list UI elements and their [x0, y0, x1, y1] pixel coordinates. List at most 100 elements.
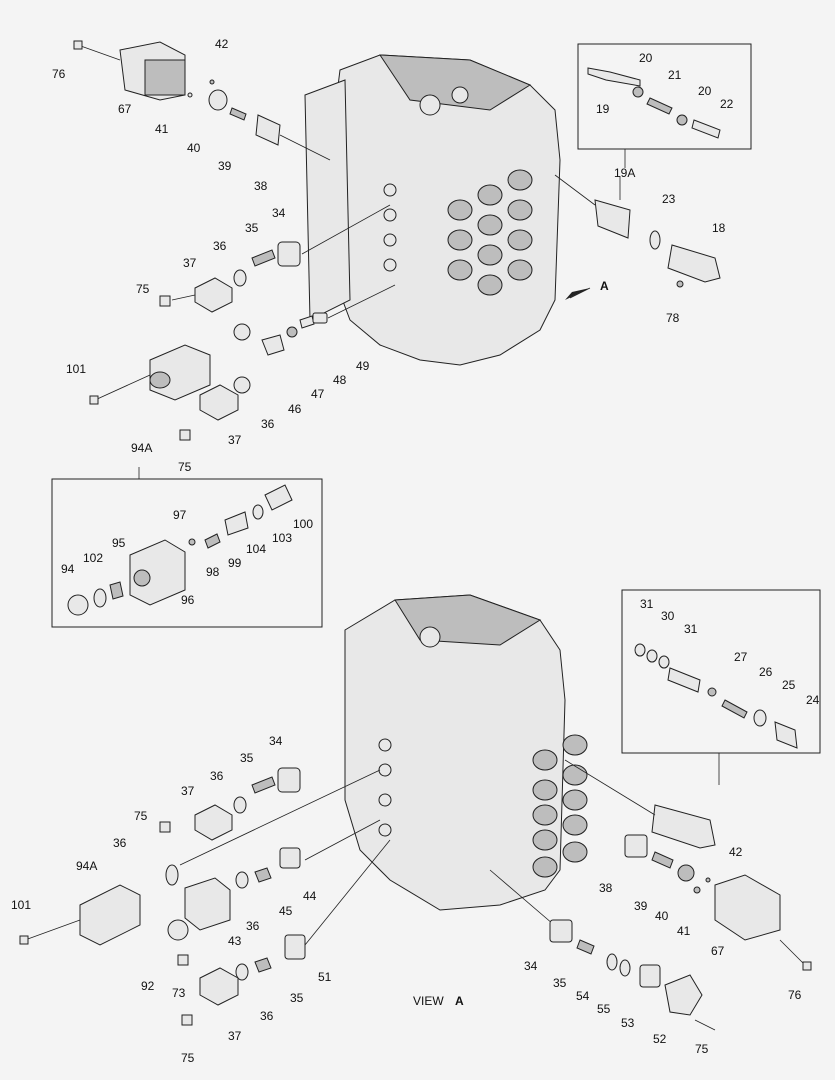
part-number-label: 37	[228, 433, 242, 447]
part-number-label: 75	[178, 460, 192, 474]
part-number-label: 41	[155, 122, 169, 136]
part-number-label: 75	[136, 282, 150, 296]
part-number-label: 100	[293, 517, 313, 531]
part-number-label: 101	[11, 898, 31, 912]
part-number-label: 94A	[131, 441, 152, 455]
part-number-label: 96	[181, 593, 195, 607]
part-number-label: 94	[61, 562, 75, 576]
part-number-label: 44	[303, 889, 317, 903]
part-number-label: 97	[173, 508, 187, 522]
part-number-label: 35	[240, 751, 254, 765]
part-number-label: 19A	[614, 166, 635, 180]
part-number-label: 40	[187, 141, 201, 155]
part-number-label: 35	[553, 976, 567, 990]
part-number-label: 36	[210, 769, 224, 783]
part-number-label: 36	[246, 919, 260, 933]
part-number-label: 103	[272, 531, 292, 545]
part-number-label: 37	[183, 256, 197, 270]
part-number-label: 34	[269, 734, 283, 748]
part-number-label: 38	[599, 881, 613, 895]
part-number-label: 94A	[76, 859, 97, 873]
part-number-label: 42	[729, 845, 743, 859]
part-number-label: 98	[206, 565, 220, 579]
detail-box-19a	[577, 43, 752, 168]
part-number-label: 24	[806, 693, 820, 707]
part-number-label: 36	[113, 836, 127, 850]
detail-box-24a	[621, 589, 821, 785]
view-caption-text: VIEW	[413, 994, 444, 1008]
part-number-label: 75	[695, 1042, 709, 1056]
upper-left-parts	[73, 40, 331, 161]
lower-body-spools	[378, 734, 588, 878]
upper-right-parts	[554, 174, 721, 288]
part-number-label: 55	[597, 1002, 611, 1016]
part-number-label: 78	[666, 311, 680, 325]
part-number-label: 75	[134, 809, 148, 823]
part-number-label: 41	[677, 924, 691, 938]
part-number-label: 25	[782, 678, 796, 692]
part-number-label: 36	[261, 417, 275, 431]
part-number-label: 34	[524, 959, 538, 973]
part-number-label: 102	[83, 551, 103, 565]
part-number-label: 75	[181, 1051, 195, 1065]
part-number-label: 30	[661, 609, 675, 623]
part-number-label: 76	[52, 67, 66, 81]
part-number-label: 92	[141, 979, 155, 993]
part-number-label: 31	[684, 622, 698, 636]
part-number-label: 20	[698, 84, 712, 98]
part-number-label: 99	[228, 556, 242, 570]
part-number-label: 27	[734, 650, 748, 664]
part-number-label: 37	[181, 784, 195, 798]
part-number-label: 46	[288, 402, 302, 416]
part-number-label: 35	[245, 221, 259, 235]
part-number-label: 43	[228, 934, 242, 948]
part-number-label: 38	[254, 179, 268, 193]
part-number-label: 101	[66, 362, 86, 376]
part-number-label: 51	[318, 970, 332, 984]
lower-valve-body	[344, 594, 588, 911]
upper-94a-assembly	[89, 284, 396, 441]
part-number-label: 26	[759, 665, 773, 679]
part-number-label: 21	[668, 68, 682, 82]
upper-body-spools	[383, 86, 533, 296]
lower-left-parts	[19, 767, 391, 1026]
part-labels: 76426741403938343536377510194A4647484936…	[11, 37, 820, 1065]
part-number-label: 67	[118, 102, 132, 116]
part-number-label: 37	[228, 1029, 242, 1043]
part-number-label: 49	[356, 359, 370, 373]
part-number-label: 95	[112, 536, 126, 550]
part-number-label: 39	[218, 159, 232, 173]
part-number-label: 54	[576, 989, 590, 1003]
part-number-label: 53	[621, 1016, 635, 1030]
view-direction-arrow	[565, 287, 591, 300]
part-number-label: 31	[640, 597, 654, 611]
part-number-label: 35	[290, 991, 304, 1005]
part-number-label: 36	[213, 239, 227, 253]
arrow-label: A	[600, 279, 609, 293]
part-number-label: 40	[655, 909, 669, 923]
part-number-label: 22	[720, 97, 734, 111]
part-number-label: 39	[634, 899, 648, 913]
part-number-label: 76	[788, 988, 802, 1002]
view-caption-letter: A	[455, 994, 464, 1008]
part-number-label: 73	[172, 986, 186, 1000]
part-number-label: 104	[246, 542, 266, 556]
part-number-label: 34	[272, 206, 286, 220]
detail-box-94a	[51, 467, 323, 628]
part-number-label: 47	[311, 387, 325, 401]
upper-valve-body	[304, 54, 561, 366]
part-number-label: 48	[333, 373, 347, 387]
part-number-label: 52	[653, 1032, 667, 1046]
upper-spring-group	[159, 204, 391, 313]
part-number-label: 20	[639, 51, 653, 65]
part-number-label: 45	[279, 904, 293, 918]
part-number-label: 18	[712, 221, 726, 235]
part-number-label: 36	[260, 1009, 274, 1023]
part-number-label: 67	[711, 944, 725, 958]
part-number-label: 23	[662, 192, 676, 206]
lower-right-parts	[489, 759, 812, 1031]
part-number-label: 19	[596, 102, 610, 116]
part-number-label: 42	[215, 37, 229, 51]
